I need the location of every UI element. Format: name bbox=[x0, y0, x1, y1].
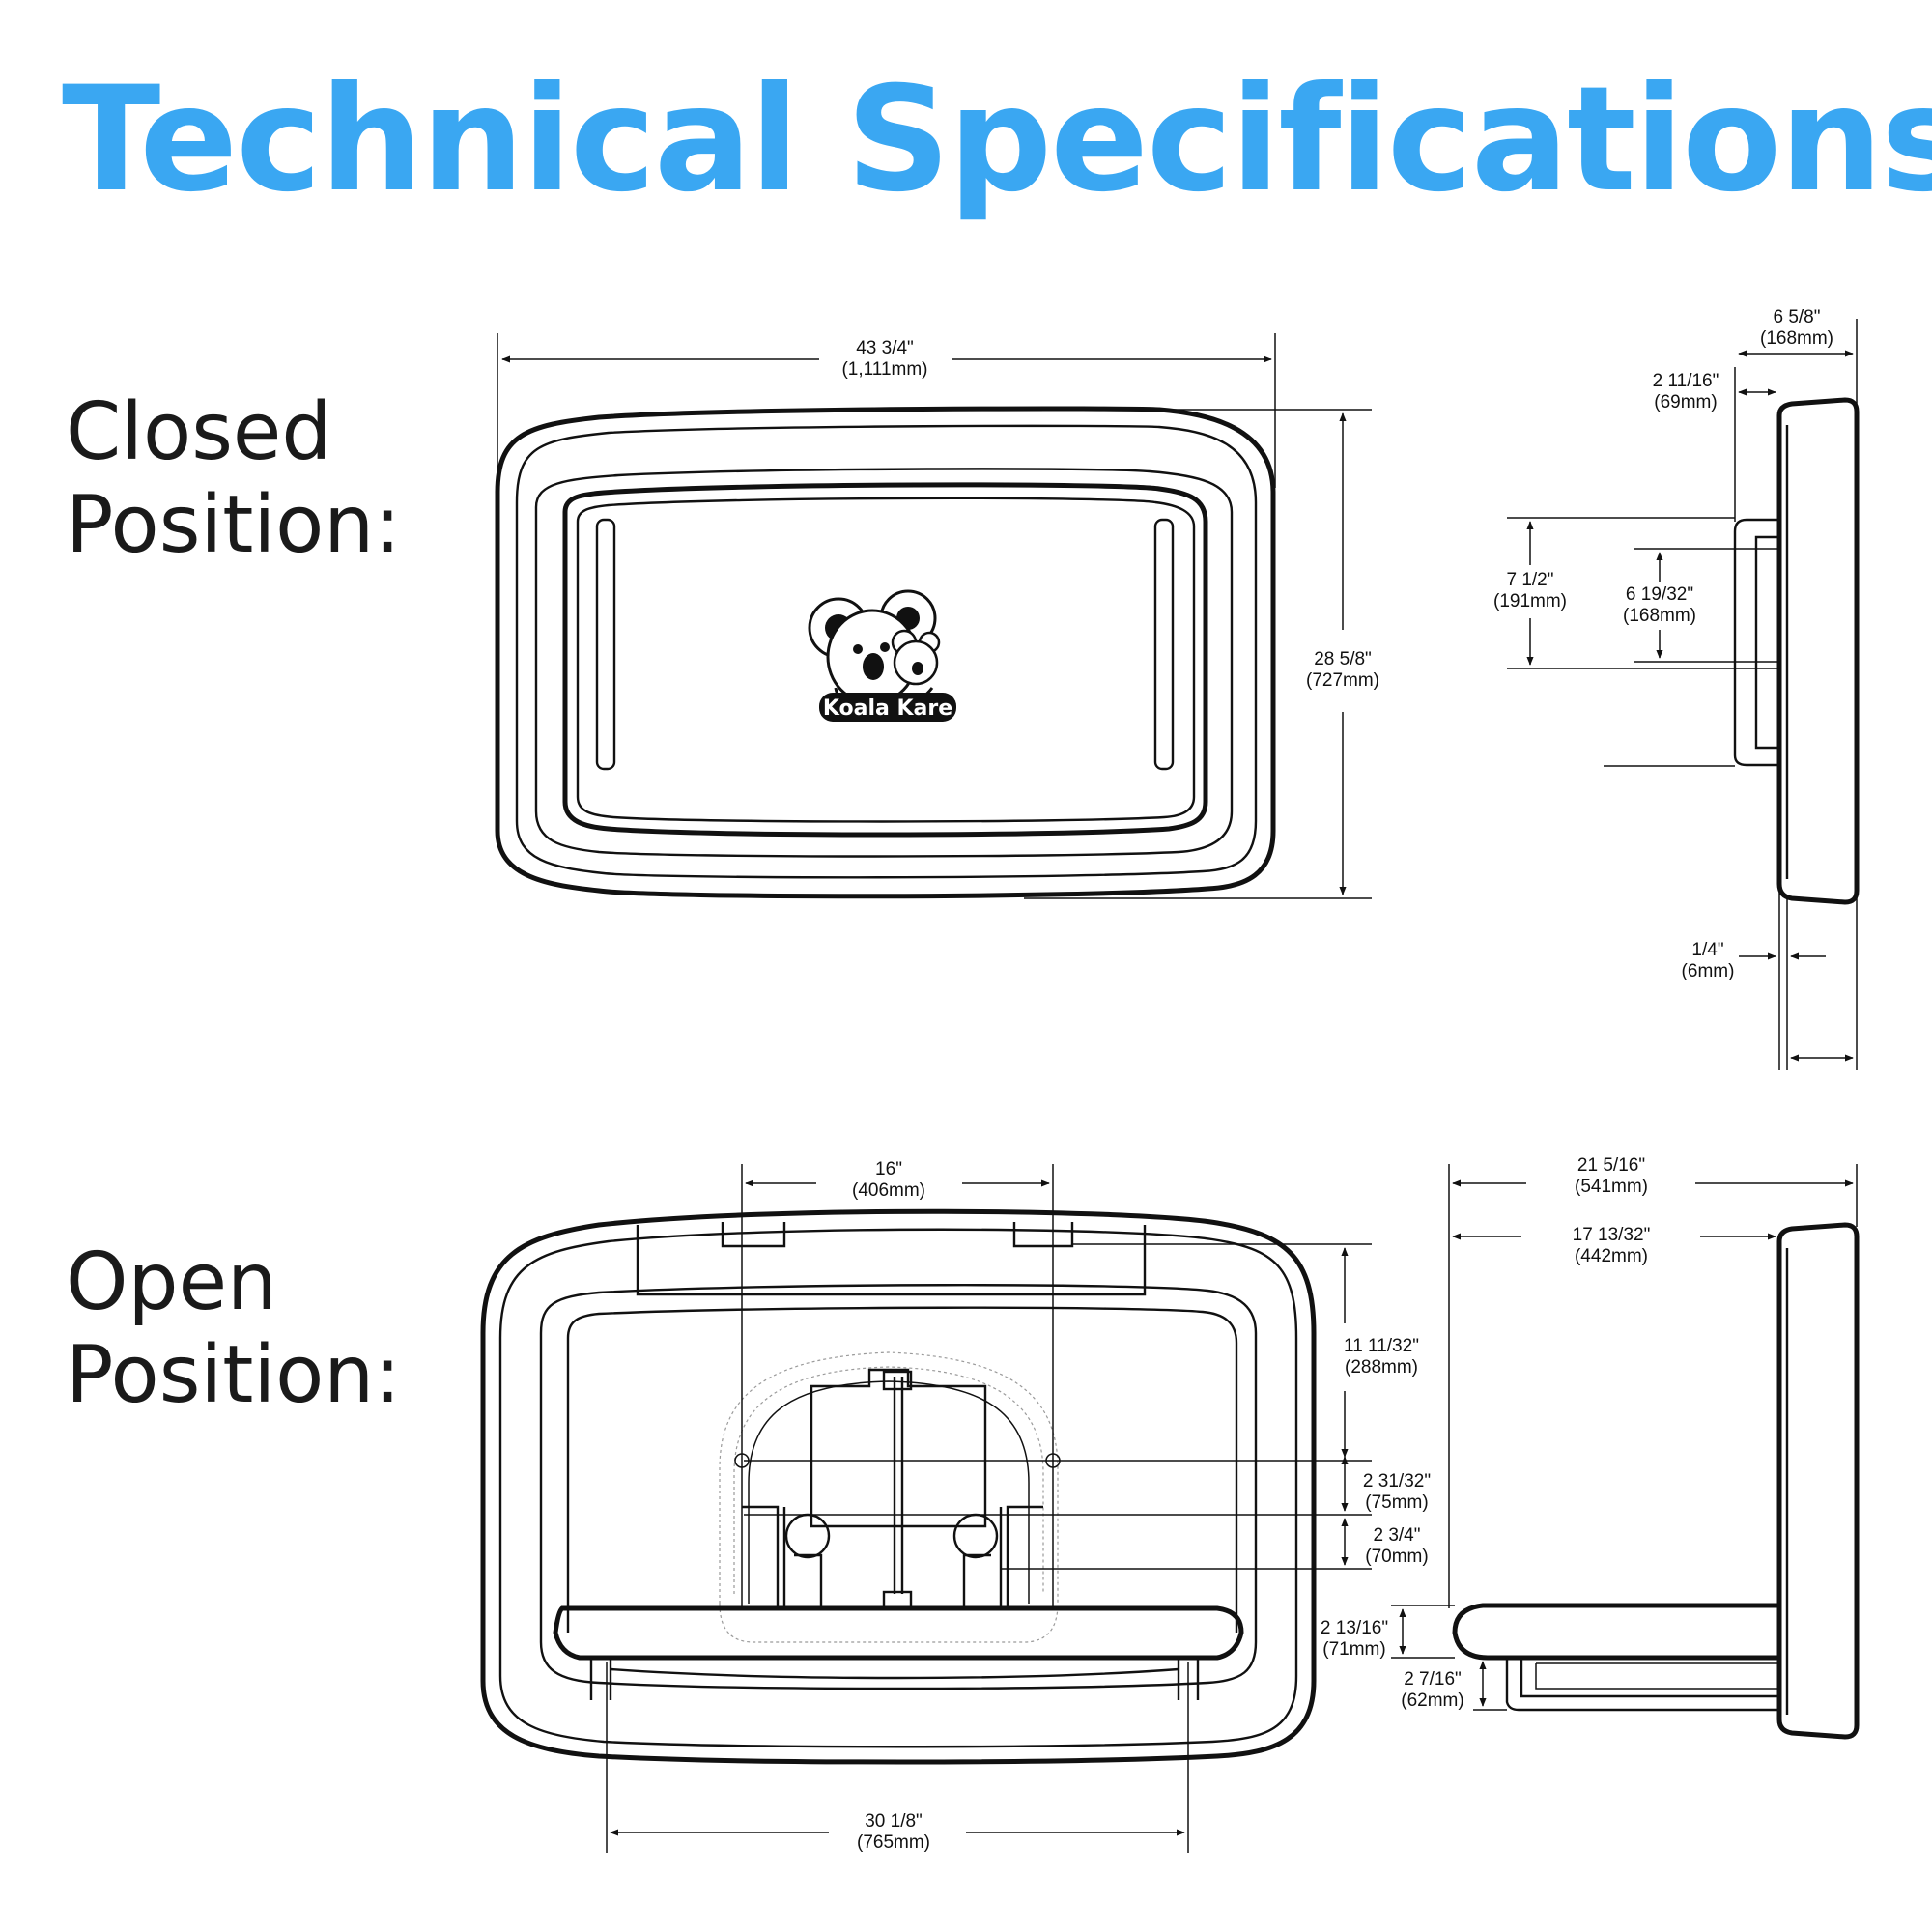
closed-front-dimension-lines bbox=[497, 333, 1372, 899]
mount-spacing-label: 16"(406mm) bbox=[848, 1159, 929, 1202]
open-front-dimension-lines bbox=[606, 1164, 1372, 1853]
koala-kare-logo: Koala Kare bbox=[808, 589, 956, 722]
top-to-mount-label: 11 11/32"(288mm) bbox=[1341, 1336, 1422, 1378]
closed-width-label: 43 3/4"(1,111mm) bbox=[838, 338, 931, 381]
open-heading-line2: Position: bbox=[66, 1329, 401, 1421]
open-position-heading: Open Position: bbox=[66, 1236, 401, 1422]
wall-gap-label: 1/4"(6mm) bbox=[1678, 940, 1738, 982]
tray-height-label: 2 7/16"(62mm) bbox=[1398, 1669, 1467, 1712]
mount-spacing-2-label: 2 3/4"(70mm) bbox=[1362, 1525, 1432, 1568]
closed-front-view bbox=[495, 406, 1276, 899]
closed-position-heading: Closed Position: bbox=[66, 386, 401, 572]
handle-depth-label: 2 11/16"(69mm) bbox=[1649, 371, 1722, 413]
handle-height-label: 7 1/2"(191mm) bbox=[1490, 570, 1571, 612]
closed-side-view bbox=[1507, 319, 1860, 1070]
logo-text: Koala Kare bbox=[823, 696, 952, 721]
open-front-view bbox=[480, 1208, 1317, 1765]
mount-spacing-1-label: 2 31/32"(75mm) bbox=[1359, 1471, 1435, 1514]
closed-height-label: 28 5/8"(727mm) bbox=[1302, 649, 1383, 692]
total-depth-label: 21 5/16"(541mm) bbox=[1571, 1155, 1652, 1198]
open-side-view bbox=[1391, 1164, 1860, 1740]
open-heading-line1: Open bbox=[66, 1236, 278, 1328]
closed-heading-line2: Position: bbox=[66, 479, 401, 571]
closed-depth-label: 6 5/8"(168mm) bbox=[1756, 307, 1837, 350]
closed-heading-line1: Closed bbox=[66, 386, 332, 478]
handle-inner-label: 6 19/32"(168mm) bbox=[1619, 584, 1700, 627]
page-title: Technical Specifications bbox=[62, 56, 1932, 224]
bed-thickness-label: 2 13/16"(71mm) bbox=[1317, 1618, 1392, 1661]
bed-width-label: 30 1/8"(765mm) bbox=[853, 1811, 934, 1854]
bed-depth-label: 17 13/32"(442mm) bbox=[1569, 1225, 1654, 1267]
